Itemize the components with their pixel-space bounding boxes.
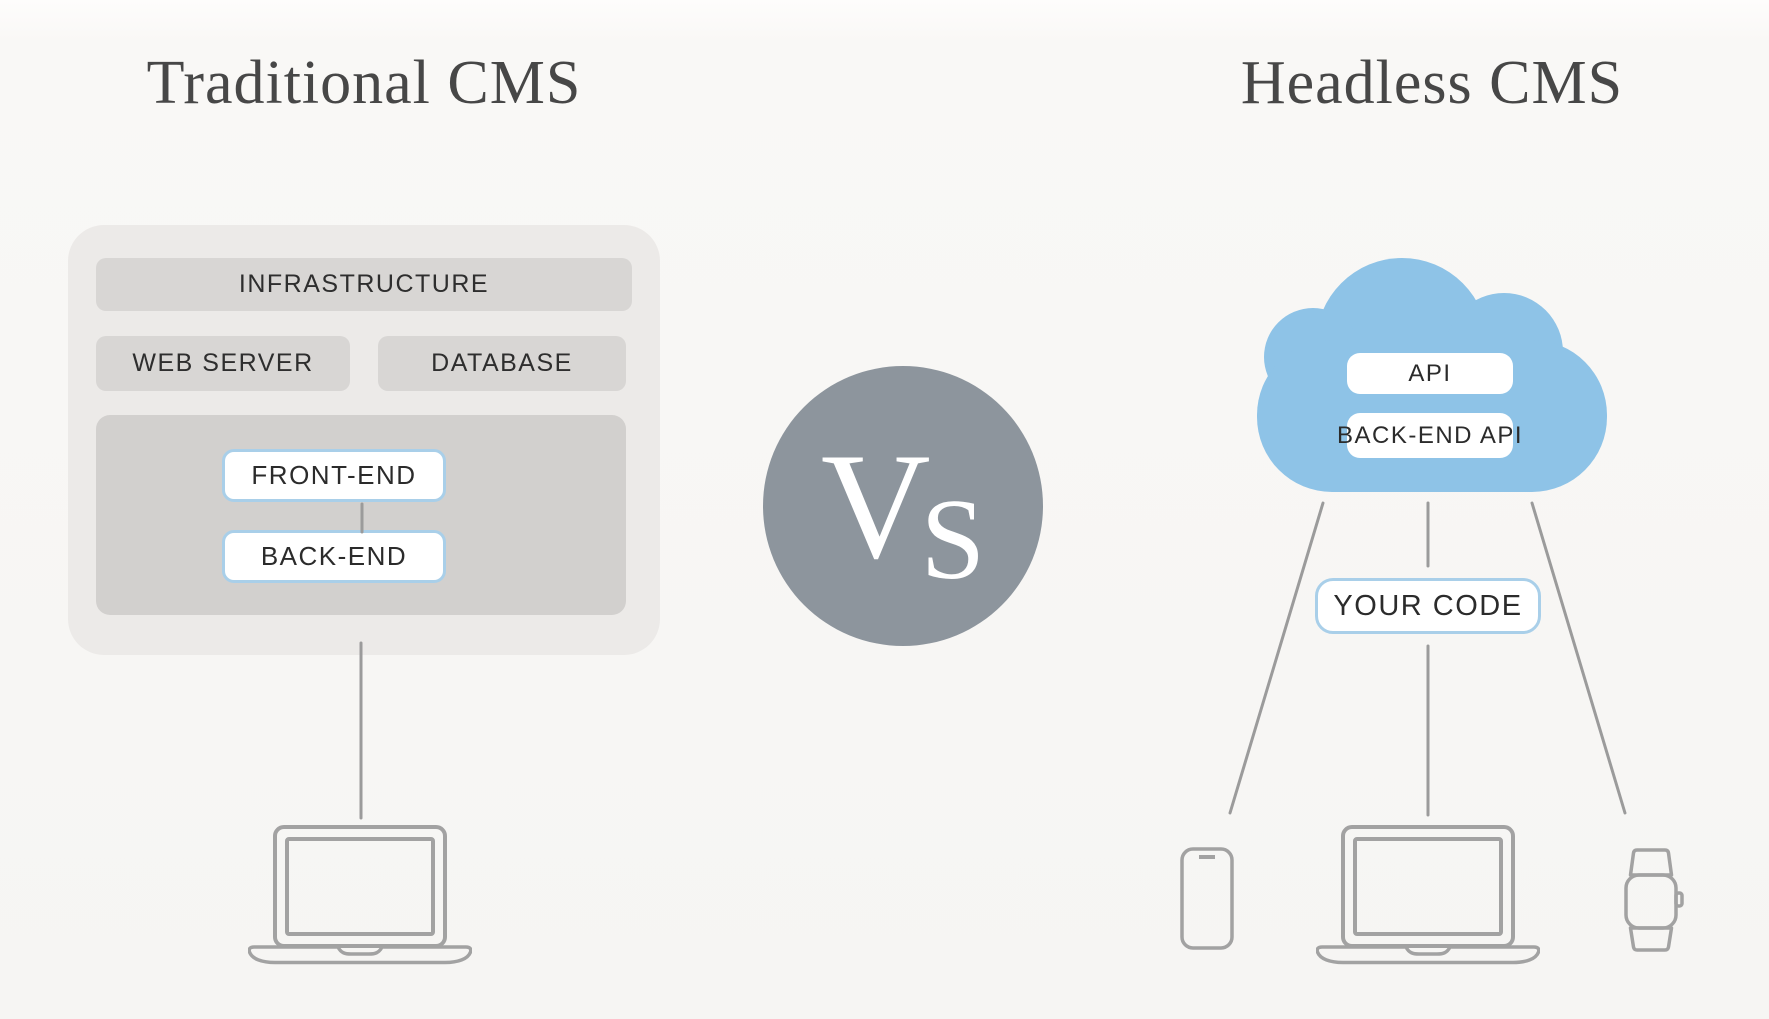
smartwatch-icon [1624,848,1684,952]
front-end-box: FRONT-END [222,449,446,502]
vs-letter-v: V [820,422,931,590]
database-label: DATABASE [431,349,573,377]
your-code-box: YOUR CODE [1315,578,1541,634]
api-label: API [1408,359,1452,387]
vs-badge: V S [763,366,1043,646]
traditional-cms-title: Traditional CMS [146,49,582,117]
web-server-label: WEB SERVER [132,349,314,377]
connector-cloud-watch [1530,501,1627,815]
laptop-icon [1316,825,1540,965]
api-box: API [1347,353,1513,394]
smartphone-icon [1180,847,1234,950]
back-end-box: BACK-END [222,530,446,583]
web-server-bar: WEB SERVER [96,336,350,391]
traditional-cms-container: INFRASTRUCTURE WEB SERVER DATABASE FRONT… [68,225,660,655]
database-bar: DATABASE [378,336,626,391]
back-end-api-box: BACK-END API [1337,413,1522,458]
vs-letter-s: S [920,476,986,604]
laptop-icon [248,825,472,965]
infrastructure-label: INFRASTRUCTURE [238,270,490,298]
front-end-label: FRONT-END [251,460,417,490]
your-code-label: YOUR CODE [1333,589,1523,622]
connector-cloud-phone [1228,501,1325,815]
infrastructure-bar: INFRASTRUCTURE [96,258,632,311]
back-end-api-label: BACK-END API [1336,421,1524,449]
back-end-label: BACK-END [260,541,408,571]
headless-cms-title: Headless CMS [1240,49,1624,117]
